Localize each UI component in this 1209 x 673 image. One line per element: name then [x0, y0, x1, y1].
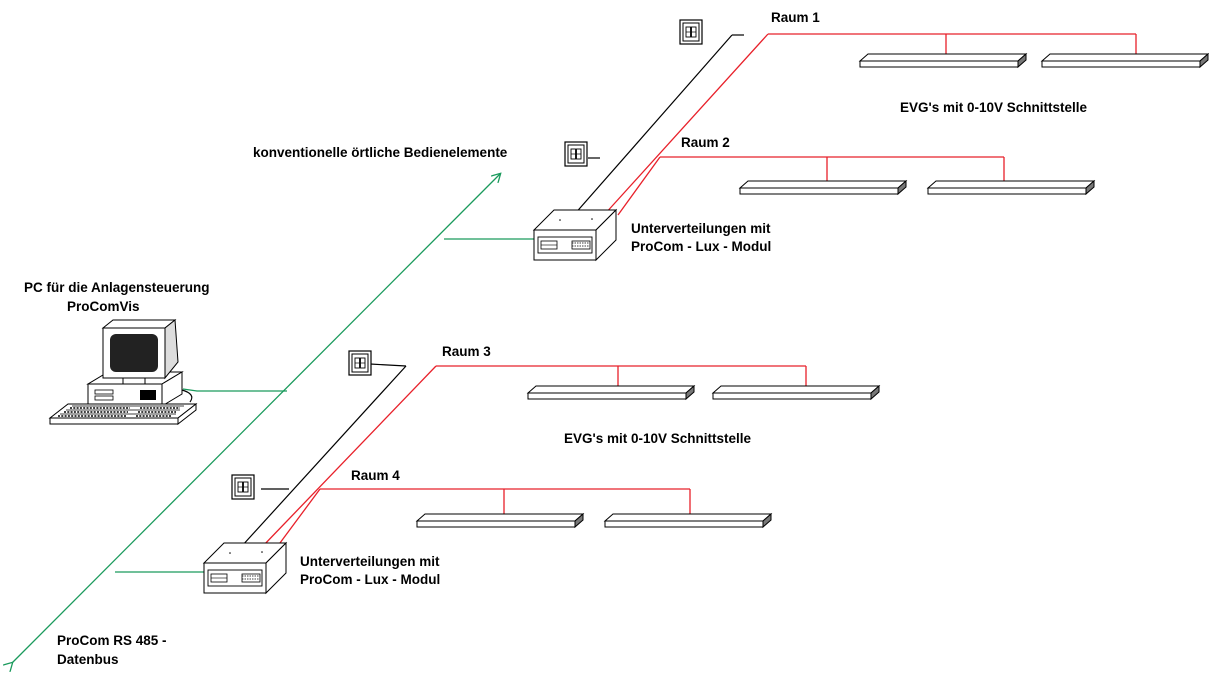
distribution-cabinet-icon: [533, 209, 617, 261]
rs485-data-bus: [12, 174, 537, 663]
luminaire: [1041, 53, 1209, 68]
lower-distribution-wiring: [240, 363, 807, 548]
bus-branch-pc: [182, 388, 287, 392]
raum-1-label: Raum 1: [771, 10, 820, 25]
lower-cabinet-label-line2: ProCom - Lux - Modul: [300, 572, 440, 587]
pc-workstation-icon: [48, 319, 198, 426]
luminaire: [712, 385, 880, 400]
lower-cabinet-label-line1: Unterverteilungen mit: [300, 554, 440, 569]
luminaire: [927, 180, 1095, 195]
evg-label-top: EVG's mit 0-10V Schnittstelle: [900, 100, 1088, 115]
raum-3-label: Raum 3: [442, 344, 491, 359]
distribution-cabinet-icon: [203, 542, 287, 594]
pc-label-line1: PC für die Anlagensteuerung: [24, 280, 210, 295]
raum-4-label: Raum 4: [351, 468, 400, 483]
upper-cabinet-label-line2: ProCom - Lux - Modul: [631, 239, 771, 254]
wall-switch-icon: [679, 19, 703, 45]
pc-label-line2: ProComVis: [67, 299, 140, 314]
luminaire: [527, 385, 695, 400]
luminaire: [739, 180, 907, 195]
upper-distribution-wiring: [572, 33, 1137, 217]
raum-2-label: Raum 2: [681, 135, 730, 150]
evg-label-middle: EVG's mit 0-10V Schnittstelle: [564, 431, 752, 446]
luminaire: [604, 513, 772, 528]
wall-switch-icon: [348, 350, 372, 376]
fixtures-raum4: [416, 513, 772, 528]
bus-label-line1: ProCom RS 485 -: [57, 633, 167, 648]
fixtures-raum1: [859, 53, 1209, 68]
fixtures-raum2: [739, 180, 1095, 195]
upper-cabinet-label-line1: Unterverteilungen mit: [631, 221, 771, 236]
luminaire: [859, 53, 1027, 68]
luminaire: [416, 513, 584, 528]
wall-switch-icon: [564, 141, 588, 167]
wall-switch-icon: [231, 474, 255, 500]
conventional-controls-label: konventionelle örtliche Bedienelemente: [253, 145, 508, 160]
fixtures-raum3: [527, 385, 880, 400]
bus-label-line2: Datenbus: [57, 652, 119, 667]
